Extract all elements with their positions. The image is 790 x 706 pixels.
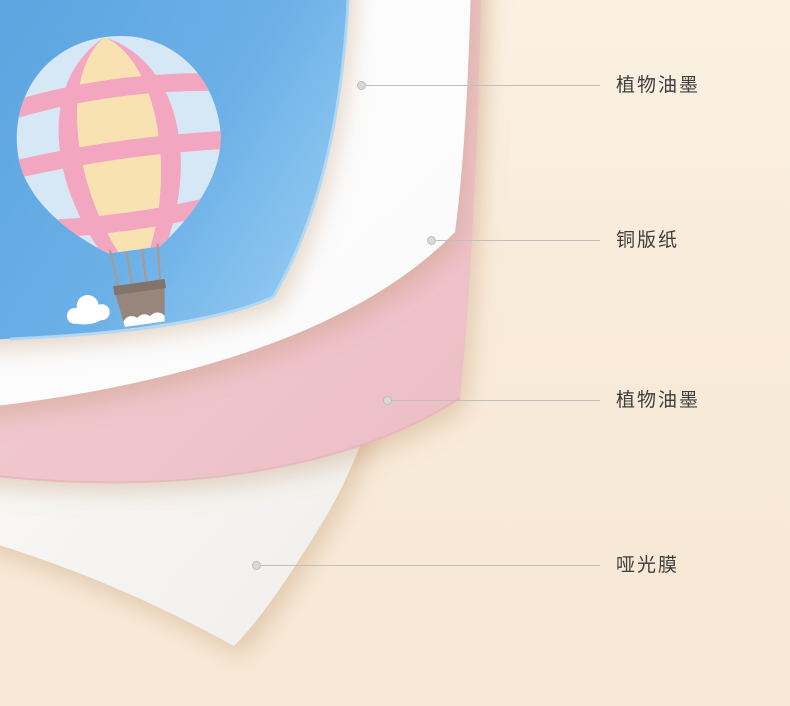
balloon-ropes	[109, 243, 161, 288]
callout-line	[392, 399, 600, 401]
callout-dot	[357, 80, 366, 90]
callout-label: 植物油墨	[616, 74, 701, 96]
callout-line	[261, 564, 600, 566]
hot-air-balloon-illustration	[3, 36, 236, 328]
layer-pink-edge-highlight	[0, 397, 461, 484]
layer-blue-edge-highlight	[9, 0, 350, 341]
balloon-basket-rim	[113, 279, 166, 296]
balloon-band-bottom	[19, 190, 236, 239]
callout-plant-ink-bottom: 植物油墨	[383, 389, 700, 411]
callout-label: 植物油墨	[616, 389, 701, 411]
balloon-band-middle	[10, 130, 232, 180]
callout-label: 铜版纸	[616, 229, 680, 251]
callout-line	[366, 84, 600, 86]
balloon-band-top	[3, 73, 224, 122]
callout-plant-ink-top: 植物油墨	[357, 74, 700, 96]
callout-matte-film: 哑光膜	[252, 554, 679, 576]
callout-line	[436, 239, 600, 241]
callout-dot	[427, 235, 436, 245]
callout-label: 哑光膜	[616, 554, 680, 576]
callout-dot	[252, 560, 261, 570]
callout-coated-paper: 铜版纸	[427, 229, 679, 251]
callout-dot	[383, 395, 392, 405]
cloud	[66, 295, 110, 325]
